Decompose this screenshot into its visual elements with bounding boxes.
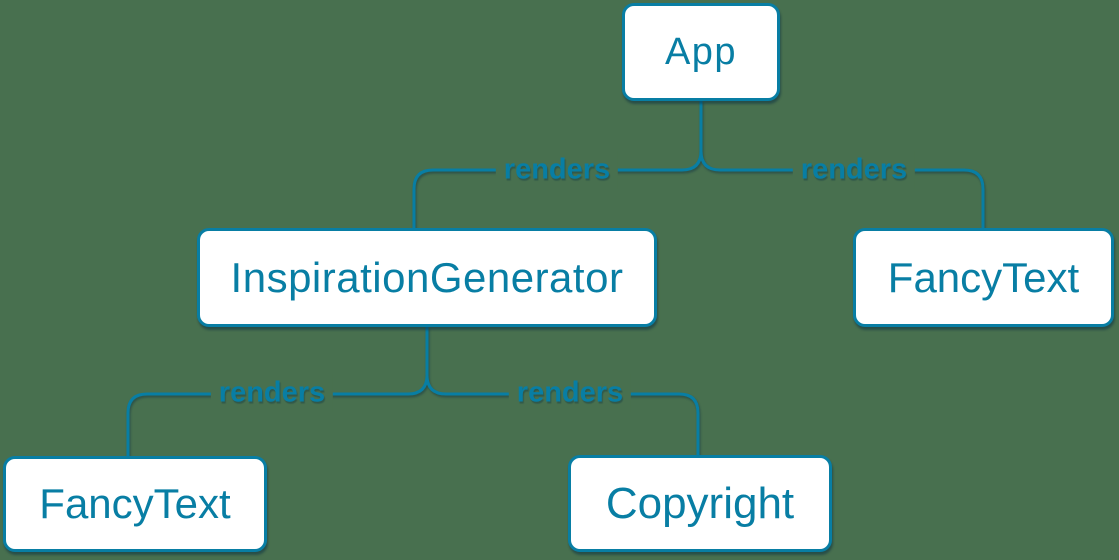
- edge-label-inspirationgenerator-fancytext: renders: [210, 373, 334, 413]
- node-fancy-text-top-label: FancyText: [887, 253, 1080, 301]
- node-fancy-text-bottom: FancyText: [3, 456, 267, 552]
- edge-inspirationgenerator-to-copyright: [425, 374, 700, 455]
- node-app-label: App: [664, 30, 738, 73]
- edge-app-to-inspirationgenerator: [412, 150, 703, 228]
- node-fancy-text-bottom-label: FancyText: [39, 480, 231, 527]
- edge-label-app-fancytext: renders: [792, 150, 916, 190]
- node-fancy-text-top: FancyText: [853, 228, 1114, 327]
- node-copyright-label: Copyright: [605, 478, 795, 528]
- node-inspiration-generator-label: InspirationGenerator: [230, 253, 624, 301]
- edge-label-app-inspirationgenerator: renders: [495, 150, 619, 190]
- edge-label-inspirationgenerator-copyright: renders: [508, 373, 632, 413]
- node-app: App: [622, 3, 780, 101]
- node-copyright: Copyright: [568, 455, 832, 552]
- edge-inspirationgenerator-to-fancytext: [126, 374, 429, 456]
- node-inspiration-generator: InspirationGenerator: [197, 228, 657, 327]
- edge-app-to-fancytext: [699, 150, 985, 228]
